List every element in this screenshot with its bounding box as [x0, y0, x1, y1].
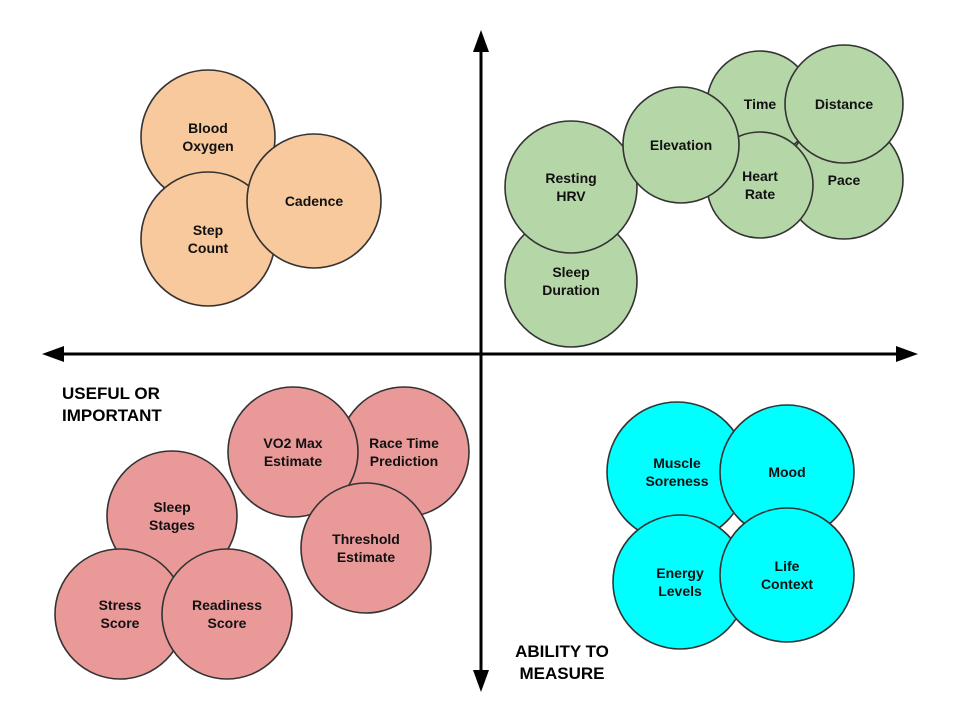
bubble-label-readiness-score-line-1: Readiness: [192, 597, 262, 613]
bubble-label-muscle-soreness-line-1: Muscle: [653, 455, 701, 471]
bubble-circle-vo2-max-estimate: [227, 386, 359, 518]
bubble-label-step-count-line-1: Step: [193, 222, 223, 238]
bubble-circle-cadence: [246, 133, 382, 269]
bubble-label-distance-line-1: Distance: [815, 96, 874, 112]
horizontal-axis-label-line-1: USEFUL OR: [62, 384, 160, 403]
bubble-label-cadence-line-1: Cadence: [285, 193, 344, 209]
left-arrowhead-icon: [42, 346, 64, 362]
bubble-label-threshold-estimate-line-1: Threshold: [332, 531, 400, 547]
vertical-axis-label-line-1: ABILITY TO: [515, 642, 609, 661]
bubble-label-resting-hrv-line-2: HRV: [556, 188, 586, 204]
bubble-circle-life-context: [719, 507, 855, 643]
bubble-label-mood-line-1: Mood: [768, 464, 805, 480]
bubble-elevation: Elevation: [622, 86, 740, 204]
bubble-label-sleep-stages-line-2: Stages: [149, 517, 195, 533]
bubble-label-race-time-prediction-line-2: Prediction: [370, 453, 438, 469]
bubble-label-threshold-estimate-line-2: Estimate: [337, 549, 396, 565]
bubble-label-step-count-line-2: Count: [188, 240, 229, 256]
bubble-circle-readiness-score: [161, 548, 293, 680]
bubble-label-vo2-max-estimate-line-2: Estimate: [264, 453, 323, 469]
bubble-label-energy-levels-line-1: Energy: [656, 565, 704, 581]
bubble-label-readiness-score-line-2: Score: [208, 615, 247, 631]
bubble-label-sleep-stages-line-1: Sleep: [153, 499, 190, 515]
bubble-label-life-context-line-1: Life: [775, 558, 800, 574]
bubble-label-sleep-duration-line-1: Sleep: [552, 264, 589, 280]
bubble-label-elevation-line-1: Elevation: [650, 137, 712, 153]
bubble-label-heart-rate-line-1: Heart: [742, 168, 778, 184]
horizontal-axis-label-line-2: IMPORTANT: [62, 406, 162, 425]
bubble-label-vo2-max-estimate-line-1: VO2 Max: [263, 435, 322, 451]
bubble-circle-elevation: [622, 86, 740, 204]
bubble-label-stress-score-line-1: Stress: [99, 597, 142, 613]
bubble-label-energy-levels-line-2: Levels: [658, 583, 702, 599]
bubble-label-time-line-1: Time: [744, 96, 777, 112]
top-arrowhead-icon: [473, 30, 489, 52]
bubble-label-muscle-soreness-line-2: Soreness: [645, 473, 708, 489]
bubble-label-life-context-line-2: Context: [761, 576, 813, 592]
bubble-label-heart-rate-line-2: Rate: [745, 186, 776, 202]
bubble-label-resting-hrv-line-1: Resting: [545, 170, 596, 186]
bubble-label-blood-oxygen-line-1: Blood: [188, 120, 228, 136]
bubble-label-stress-score-line-2: Score: [101, 615, 140, 631]
vertical-axis-label-line-2: MEASURE: [519, 664, 604, 683]
bubble-distance: Distance: [784, 44, 904, 164]
bubble-label-blood-oxygen-line-2: Oxygen: [182, 138, 233, 154]
bubble-circle-threshold-estimate: [300, 482, 432, 614]
bottom-arrowhead-icon: [473, 670, 489, 692]
bubble-cadence: Cadence: [246, 133, 382, 269]
bubble-label-sleep-duration-line-2: Duration: [542, 282, 600, 298]
bubble-label-race-time-prediction-line-1: Race Time: [369, 435, 439, 451]
bubble-label-pace-line-1: Pace: [828, 172, 861, 188]
axes: [42, 30, 918, 692]
right-arrowhead-icon: [896, 346, 918, 362]
bubble-circle-distance: [784, 44, 904, 164]
bubble-circle-resting-hrv: [504, 120, 638, 254]
